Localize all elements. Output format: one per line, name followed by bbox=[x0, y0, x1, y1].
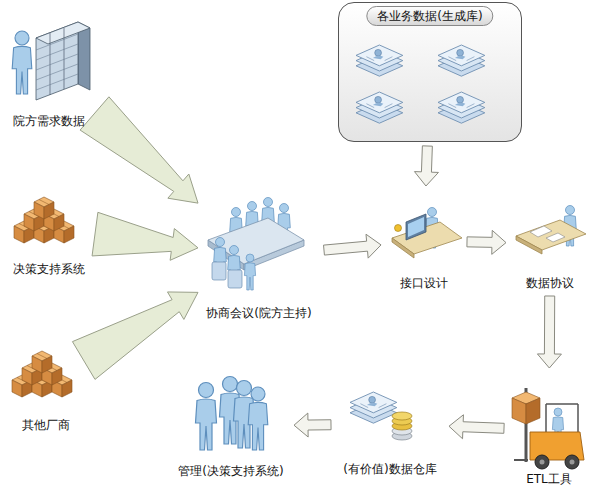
desk-worker-icon-part bbox=[408, 217, 424, 237]
node-label: 院方需求数据 bbox=[5, 114, 93, 128]
forklift-icon-part bbox=[545, 404, 547, 432]
block-arrow bbox=[294, 413, 331, 437]
forklift-icon-part bbox=[540, 460, 545, 465]
document-stacks-part bbox=[438, 45, 485, 76]
server-rack-icon-part bbox=[36, 54, 78, 70]
document-stacks-part bbox=[356, 45, 403, 76]
group-box-fill bbox=[338, 2, 522, 142]
desk-worker-icon-part bbox=[395, 225, 402, 232]
node-label: 协商会议(院方主持) bbox=[198, 306, 320, 320]
data-warehouse-icon-part bbox=[392, 412, 412, 420]
server-rack-icon-part bbox=[36, 64, 78, 80]
node-label: 管理(决策支持系统) bbox=[172, 464, 290, 478]
icon-node: 其他厂商 bbox=[10, 332, 82, 434]
server-rack-icon-part bbox=[36, 44, 78, 60]
icon-node: 管理(决策支持系统) bbox=[172, 372, 290, 480]
people-group-icon-part bbox=[196, 383, 217, 451]
box-pile-icon-part bbox=[34, 197, 54, 219]
meeting-icon-part bbox=[244, 254, 255, 290]
desk-worker-icon bbox=[392, 208, 462, 259]
wedge-arrow bbox=[80, 97, 198, 203]
group-title: 各业务数据(生成库) bbox=[366, 6, 493, 26]
meeting-icon-part bbox=[212, 262, 226, 280]
wedge-arrow bbox=[92, 212, 198, 260]
meeting-icon bbox=[208, 198, 304, 291]
forklift-icon-part bbox=[512, 398, 526, 424]
data-warehouse-icon-part bbox=[350, 392, 397, 423]
icon-node: ETL工具 bbox=[508, 372, 590, 488]
document-stacks bbox=[356, 45, 485, 123]
people-group-icon bbox=[196, 377, 268, 451]
people-group-icon-part bbox=[248, 387, 268, 450]
server-rack-icon bbox=[12, 22, 90, 100]
desk-worker-icon-part bbox=[392, 238, 414, 258]
meeting-icon-part bbox=[228, 270, 242, 288]
wedge-arrow bbox=[72, 292, 198, 379]
icon-node: 协商会议(院方主持) bbox=[198, 190, 320, 322]
server-rack-icon-part bbox=[36, 22, 90, 44]
icon-node: 院方需求数据 bbox=[5, 18, 93, 130]
document-stacks-part bbox=[356, 92, 403, 123]
block-arrow bbox=[449, 415, 504, 439]
server-rack-icon-part bbox=[50, 33, 51, 95]
desk-worker-icon bbox=[516, 206, 586, 255]
document-stacks-part bbox=[438, 92, 485, 123]
node-label: ETL工具 bbox=[508, 472, 590, 486]
block-arrow bbox=[537, 296, 561, 368]
desk-worker-icon-part bbox=[406, 214, 426, 240]
server-rack-icon-part bbox=[36, 34, 78, 50]
desk-worker-icon-part bbox=[546, 233, 565, 242]
forklift-icon-part bbox=[535, 455, 549, 469]
node-label: 其他厂商 bbox=[10, 418, 82, 432]
box-pile-icon-part bbox=[32, 351, 52, 373]
icon-node: 数据协议 bbox=[510, 195, 590, 292]
block-arrow bbox=[414, 146, 438, 186]
node-label: 决策支持系统 bbox=[5, 262, 93, 276]
forklift-icon-part bbox=[570, 460, 575, 465]
server-rack-icon-part bbox=[36, 74, 78, 90]
server-rack-icon-part bbox=[12, 31, 32, 94]
forklift-icon bbox=[512, 388, 584, 469]
data-warehouse-icon bbox=[350, 392, 412, 440]
forklift-icon-part bbox=[526, 398, 540, 424]
node-label: (有价值)数据仓库 bbox=[335, 462, 445, 476]
forklift-icon-part bbox=[577, 404, 579, 432]
box-pile-icon bbox=[12, 351, 72, 397]
desk-worker-icon-part bbox=[516, 236, 542, 254]
box-pile-icon bbox=[14, 197, 74, 243]
forklift-icon-part bbox=[546, 403, 578, 405]
block-arrow bbox=[324, 234, 381, 258]
node-label: 数据协议 bbox=[510, 276, 590, 290]
forklift-icon-part bbox=[565, 455, 579, 469]
group-box: 各业务数据(生成库) bbox=[338, 2, 522, 142]
desk-worker-icon-part bbox=[530, 226, 552, 237]
node-label: 接口设计 bbox=[385, 276, 463, 290]
server-rack-icon-part bbox=[64, 28, 65, 89]
icon-node: (有价值)数据仓库 bbox=[335, 370, 445, 478]
icon-node: 接口设计 bbox=[385, 190, 463, 292]
block-arrow bbox=[467, 230, 506, 254]
icon-node: 决策支持系统 bbox=[5, 178, 93, 278]
forklift-icon-part bbox=[514, 459, 528, 461]
